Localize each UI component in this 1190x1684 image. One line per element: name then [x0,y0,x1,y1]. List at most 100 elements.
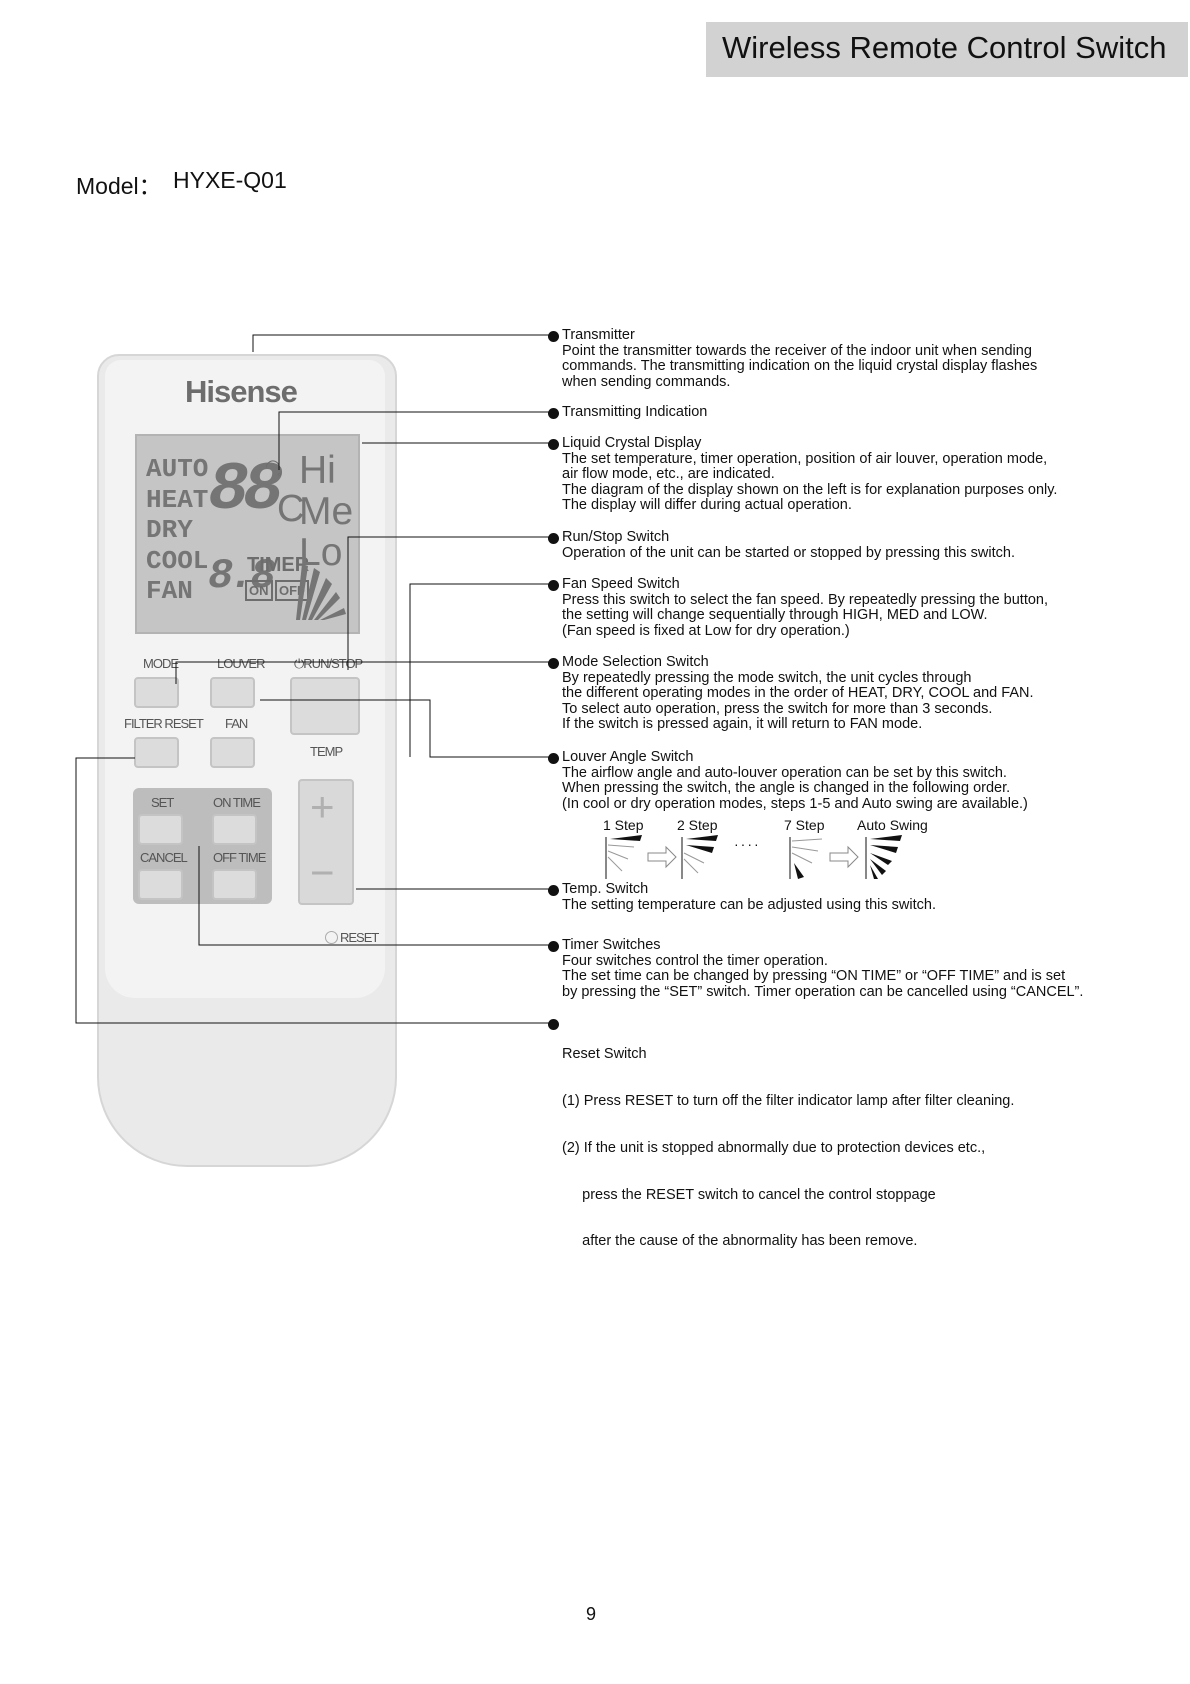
annotation-title: Transmitting Indication [562,404,708,420]
lcd-temp-digits: 88 [208,452,284,529]
annotation-title: Timer Switches [562,937,661,953]
lcd-fan-hi: Hi [299,449,336,492]
annotation-lcd: Liquid Crystal Display The set temperatu… [562,435,1122,514]
lcd-timer-digits: 8.8 [208,552,276,600]
brand-logo: Hisense [185,374,298,409]
remote-control-illustration: Hisense AUTO HEAT DRY COOL FAN 88 ◠ ° C … [97,354,397,1167]
louver-position-icon [296,564,346,620]
bullet-fan-speed [548,580,559,591]
filter-reset-label: FILTER RESET [124,716,204,731]
bullet-mode [548,658,559,669]
annotation-title: Louver Angle Switch [562,749,694,765]
minus-icon: − [310,849,335,896]
filter-reset-button[interactable] [134,737,179,768]
cancel-button[interactable] [138,869,183,900]
step-label-7: 7 Step [784,817,825,833]
bullet-temp [548,885,559,896]
annotation-title: Liquid Crystal Display [562,435,702,451]
mode-button[interactable] [134,677,179,708]
louver-step-1-icon [605,835,642,879]
bullet-transmitting-indication [548,408,559,419]
annotation-title: Transmitter [562,327,635,343]
annotation-mode: Mode Selection Switch By repeatedly pres… [562,654,1122,733]
set-button[interactable] [138,814,183,845]
lcd-timer-label: TIMER [247,554,310,576]
transmitting-indicator-icon: ◠ [265,456,281,476]
annotation-louver: Louver Angle Switch The airflow angle an… [562,749,1122,812]
bullet-timer [548,941,559,952]
louver-step-2-icon [681,835,718,879]
arrow-right-icon [829,845,859,869]
annotation-title: Reset Switch [562,1046,647,1063]
lcd-off-label: OFF [275,580,309,601]
cancel-label: CANCEL [140,850,188,865]
bullet-run-stop [548,533,559,544]
lcd-mode-cool: COOL [146,545,209,576]
page-title: Wireless Remote Control Switch [722,30,1167,65]
header-bar: Wireless Remote Control Switch [706,22,1188,77]
louver-button[interactable] [210,677,255,708]
leader-transmitter [252,334,553,352]
bullet-transmitter [548,331,559,342]
annotation-timer: Timer Switches Four switches control the… [562,937,1122,1000]
leader-run-stop [347,536,553,670]
annotation-fan-speed: Fan Speed Switch Press this switch to se… [562,576,1122,639]
annotation-title: Run/Stop Switch [562,529,670,545]
bullet-lcd [548,439,559,450]
louver-label: LOUVER [217,656,265,671]
run-stop-button[interactable] [290,677,360,735]
bullet-reset [548,1019,559,1030]
lcd-fan-me: Me [299,490,354,533]
leader-reset [75,757,553,1024]
annotation-title: Fan Speed Switch [562,576,680,592]
annotation-run-stop: Run/Stop Switch Operation of the unit ca… [562,529,1122,561]
on-time-button[interactable] [212,814,257,845]
leader-louver [260,699,553,758]
on-time-label: ON TIME [213,795,261,810]
lcd-unit: C [277,488,305,530]
model-value: HYXE-Q01 [173,167,287,193]
lcd-mode-fan: FAN [146,576,193,606]
temp-label: TEMP [310,744,343,759]
lcd-degree: ° [277,470,282,484]
lcd-fan-speed-list: Hi Me Lo [299,450,353,573]
plus-icon: + [310,783,335,830]
step-ellipsis: ···· [734,836,761,852]
fan-button[interactable] [210,737,255,768]
arrow-right-icon [647,845,677,869]
set-label: SET [151,795,174,810]
annotation-transmitter: Transmitter Point the transmitter toward… [562,327,1122,390]
leader-mode [175,661,553,684]
leader-transmitting-indication [278,411,553,470]
mode-label: MODE [143,656,179,671]
fan-label: FAN [225,716,248,731]
louver-step-7-icon [789,837,823,879]
lcd-mode-list: AUTO HEAT DRY COOL FAN [146,454,208,607]
model-label: Model： [76,173,162,199]
annotation-transmitting-indication: Transmitting Indication [562,404,1122,421]
annotation-title: Temp. Switch [562,881,649,897]
louver-auto-swing-icon [865,835,902,879]
annotation-title: Mode Selection Switch [562,654,709,670]
louver-steps-diagram [605,835,902,879]
annotation-reset: Reset Switch (1) Press RESET to turn off… [562,1016,1122,1266]
step-label-auto: Auto Swing [857,817,928,833]
off-time-label: OFF TIME [213,850,266,865]
reset-label: RESET [340,930,379,945]
lcd-mode-auto: AUTO [146,454,209,484]
lcd-mode-dry: DRY [146,515,193,545]
leader-timer [198,846,553,946]
leader-fan-speed [409,583,553,757]
step-label-2: 2 Step [677,817,718,833]
step-label-1: 1 Step [603,817,644,833]
lcd-on-label: ON [245,580,273,601]
lcd-display: AUTO HEAT DRY COOL FAN 88 ◠ ° C 8.8 TIME… [135,434,360,634]
temp-button[interactable]: + − [298,779,354,905]
lcd-mode-heat: HEAT [146,484,209,515]
off-time-button[interactable] [212,869,257,900]
annotation-temp: Temp. Switch The setting temperature can… [562,881,1122,913]
reset-button[interactable] [325,931,338,944]
page-number: 9 [586,1604,597,1624]
bullet-louver [548,753,559,764]
